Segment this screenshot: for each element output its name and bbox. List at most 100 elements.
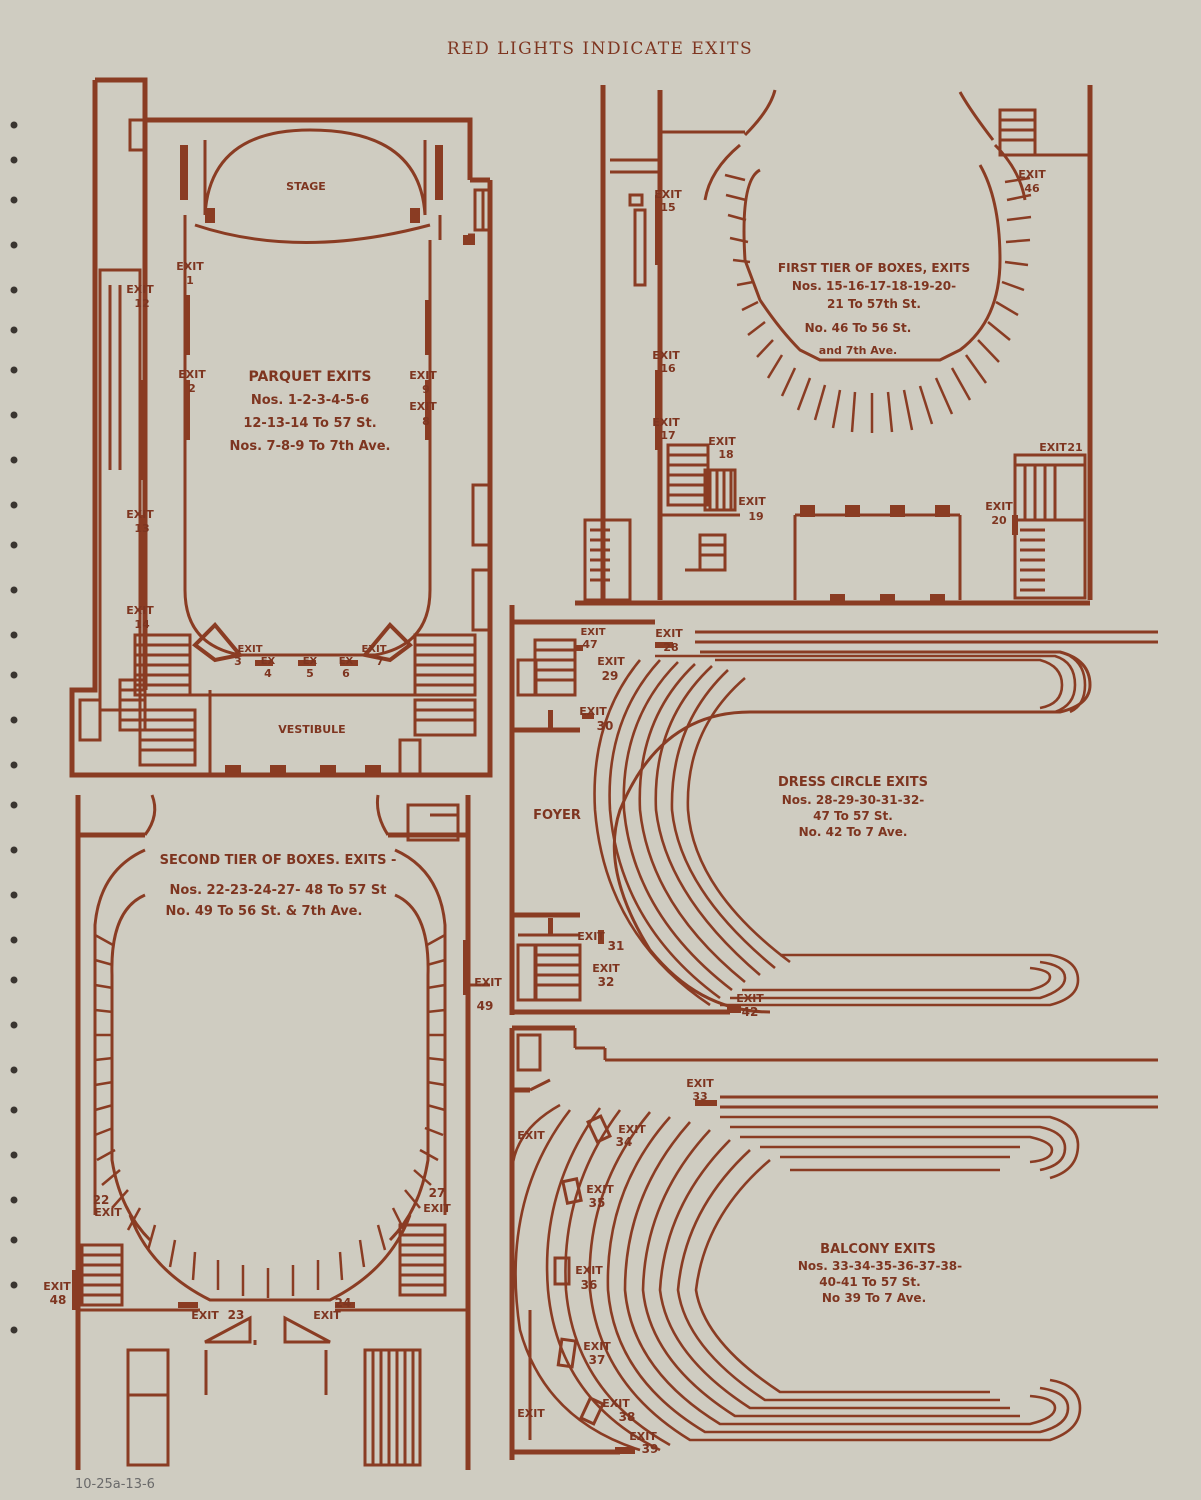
exit-number-42: 42 — [742, 1005, 759, 1019]
exit-word-label: EXIT — [1018, 168, 1046, 181]
dress-circle-title: DRESS CIRCLE EXITS — [778, 775, 928, 790]
exit-word-label: EXIT — [237, 644, 262, 655]
exit-number-29: 29 — [602, 669, 619, 683]
page-header: RED LIGHTS INDICATE EXITS — [447, 39, 753, 59]
exit-number-38: 38 — [619, 1410, 636, 1424]
exit-word-label: EXIT — [43, 1280, 71, 1293]
exit-number-16: 16 — [660, 362, 676, 375]
first-tier-line-3: No. 46 To 56 St. — [805, 321, 912, 335]
parquet-plan: STAGE VESTIBULE PARQUET EXITS Nos. 1-2-3… — [69, 77, 493, 778]
exit-number-30: 30 — [597, 719, 614, 733]
second-tier-title: SECOND TIER OF BOXES. EXITS - — [160, 853, 397, 868]
exit-number-21: 21 — [1067, 441, 1082, 454]
vestibule-label: VESTIBULE — [278, 723, 345, 736]
first-tier-line-1: Nos. 15-16-17-18-19-20- — [792, 279, 956, 293]
exit-number-22: 22 — [93, 1193, 110, 1207]
catalog-note: 10-25a-13-6 — [75, 1477, 155, 1492]
exit-word-label: EXIT — [517, 1129, 545, 1142]
exit-number-37: 37 — [589, 1353, 606, 1367]
exit-number-17: 17 — [660, 429, 675, 442]
exit-number-19: 19 — [748, 510, 763, 523]
exit-word-label: EXIT — [580, 627, 605, 638]
balcony-line-3: No 39 To 7 Ave. — [822, 1291, 926, 1305]
exit-word-label: EXIT — [602, 1397, 630, 1410]
exit-word-label: EXIT — [577, 930, 605, 943]
first-tier-exit-labels: EXIT 15 EXIT 16 EXIT 17 EXIT 18 EXIT 19 … — [652, 168, 1082, 527]
exit-number-35: 35 — [589, 1196, 606, 1210]
exit-number-39: 39 — [642, 1442, 659, 1456]
exit-word-label: EXIT — [575, 1264, 603, 1277]
exit-number-12: 12 — [134, 297, 149, 310]
exit-word-label: EXIT — [708, 435, 736, 448]
exit-word-label: EXIT — [738, 495, 766, 508]
exit-word-label: EXIT — [313, 1309, 341, 1322]
exit-word-label: EXIT — [191, 1309, 219, 1322]
parquet-line-2: 12-13-14 To 57 St. — [243, 416, 376, 431]
exit-word-label: EXIT — [586, 1183, 614, 1196]
exit-word-label: EXIT — [652, 349, 680, 362]
exit-number-20: 20 — [991, 514, 1007, 527]
exit-number-33: 33 — [692, 1090, 707, 1103]
exit-number-14: 14 — [134, 618, 150, 631]
exit-number-48: 48 — [50, 1293, 67, 1307]
exit-word-label: EXIT — [474, 976, 502, 989]
stage-label: STAGE — [286, 180, 326, 193]
exit-number-7: 7 — [376, 655, 384, 668]
second-tier-line-2: No. 49 To 56 St. & 7th Ave. — [166, 904, 363, 919]
exit-number-5: 5 — [306, 667, 314, 680]
second-tier-box-dividers — [94, 933, 446, 1298]
exit-word-label: EXIT — [94, 1206, 122, 1219]
exit-number-46: 46 — [1024, 182, 1040, 195]
dress-circle-exit-labels: EXIT 47 EXIT 28 EXIT 29 EXIT 30 EXIT 31 … — [577, 627, 764, 1019]
exit-word-label: EXIT — [126, 604, 154, 617]
exit-word-label: EXIT — [618, 1123, 646, 1136]
parquet-title: PARQUET EXITS — [248, 369, 371, 385]
exit-number-13: 13 — [134, 522, 149, 535]
balcony-rows — [510, 1103, 1082, 1452]
exit-number-36: 36 — [581, 1278, 598, 1292]
exit-number-28: 28 — [663, 641, 678, 654]
exit-word-label: EXIT — [736, 992, 764, 1005]
exit-word-label: EX — [261, 656, 276, 667]
second-tier-exit-labels: EXIT 49 22 EXIT 27 EXIT EXIT 48 EXIT 23 … — [43, 976, 502, 1322]
first-tier-title: FIRST TIER OF BOXES, EXITS — [778, 261, 970, 275]
exit-word-label: EXIT — [629, 1430, 657, 1443]
exit-word-label: EXIT — [409, 369, 437, 382]
dress-circle-line-2: 47 To 57 St. — [813, 809, 893, 823]
exit-number-6: 6 — [342, 667, 350, 680]
exit-number-3: 3 — [234, 655, 242, 668]
dress-circle-line-1: Nos. 28-29-30-31-32- — [782, 793, 925, 807]
exit-number-24: 24 — [335, 1296, 352, 1310]
exit-word-label: EXIT — [583, 1340, 611, 1353]
second-tier-line-1: Nos. 22-23-24-27- 48 To 57 St — [170, 883, 387, 898]
exit-word-label: EXIT — [1039, 441, 1067, 454]
exit-number-15: 15 — [660, 201, 675, 214]
balcony-vomitories — [553, 1114, 612, 1426]
exit-number-18: 18 — [718, 448, 733, 461]
parquet-line-3: Nos. 7-8-9 To 7th Ave. — [230, 439, 391, 454]
exit-number-27: 27 — [429, 1186, 446, 1200]
exit-word-label: EX — [303, 656, 318, 667]
exit-number-49: 49 — [477, 999, 494, 1013]
balcony-exit-labels: EXIT 33 EXIT EXIT 34 EXIT 35 EXIT 36 EXI… — [517, 1077, 714, 1456]
exit-number-2: 2 — [188, 382, 196, 395]
exit-number-23: 23 — [228, 1308, 245, 1322]
balcony-line-2: 40-41 To 57 St. — [819, 1275, 920, 1289]
balcony-plan: BALCONY EXITS Nos. 33-34-35-36-37-38- 40… — [509, 1025, 1158, 1460]
exit-number-47: 47 — [582, 638, 597, 651]
exit-word-label: EXIT — [178, 368, 206, 381]
exit-number-8: 8 — [422, 415, 430, 428]
first-tier-plan: FIRST TIER OF BOXES, EXITS Nos. 15-16-17… — [575, 85, 1093, 606]
exit-word-label: EXIT — [126, 283, 154, 296]
exit-number-4: 4 — [264, 667, 272, 680]
exit-word-label: EXIT — [176, 260, 204, 273]
exit-word-label: EXIT — [655, 627, 683, 640]
first-tier-line-2: 21 To 57th St. — [827, 297, 921, 311]
dress-circle-rows — [593, 654, 1087, 1007]
exit-word-label: EXIT — [592, 962, 620, 975]
exit-word-label: EXIT — [126, 508, 154, 521]
binding-holes — [10, 121, 18, 1334]
balcony-line-1: Nos. 33-34-35-36-37-38- — [798, 1259, 962, 1273]
exit-word-label: EXIT — [361, 644, 386, 655]
